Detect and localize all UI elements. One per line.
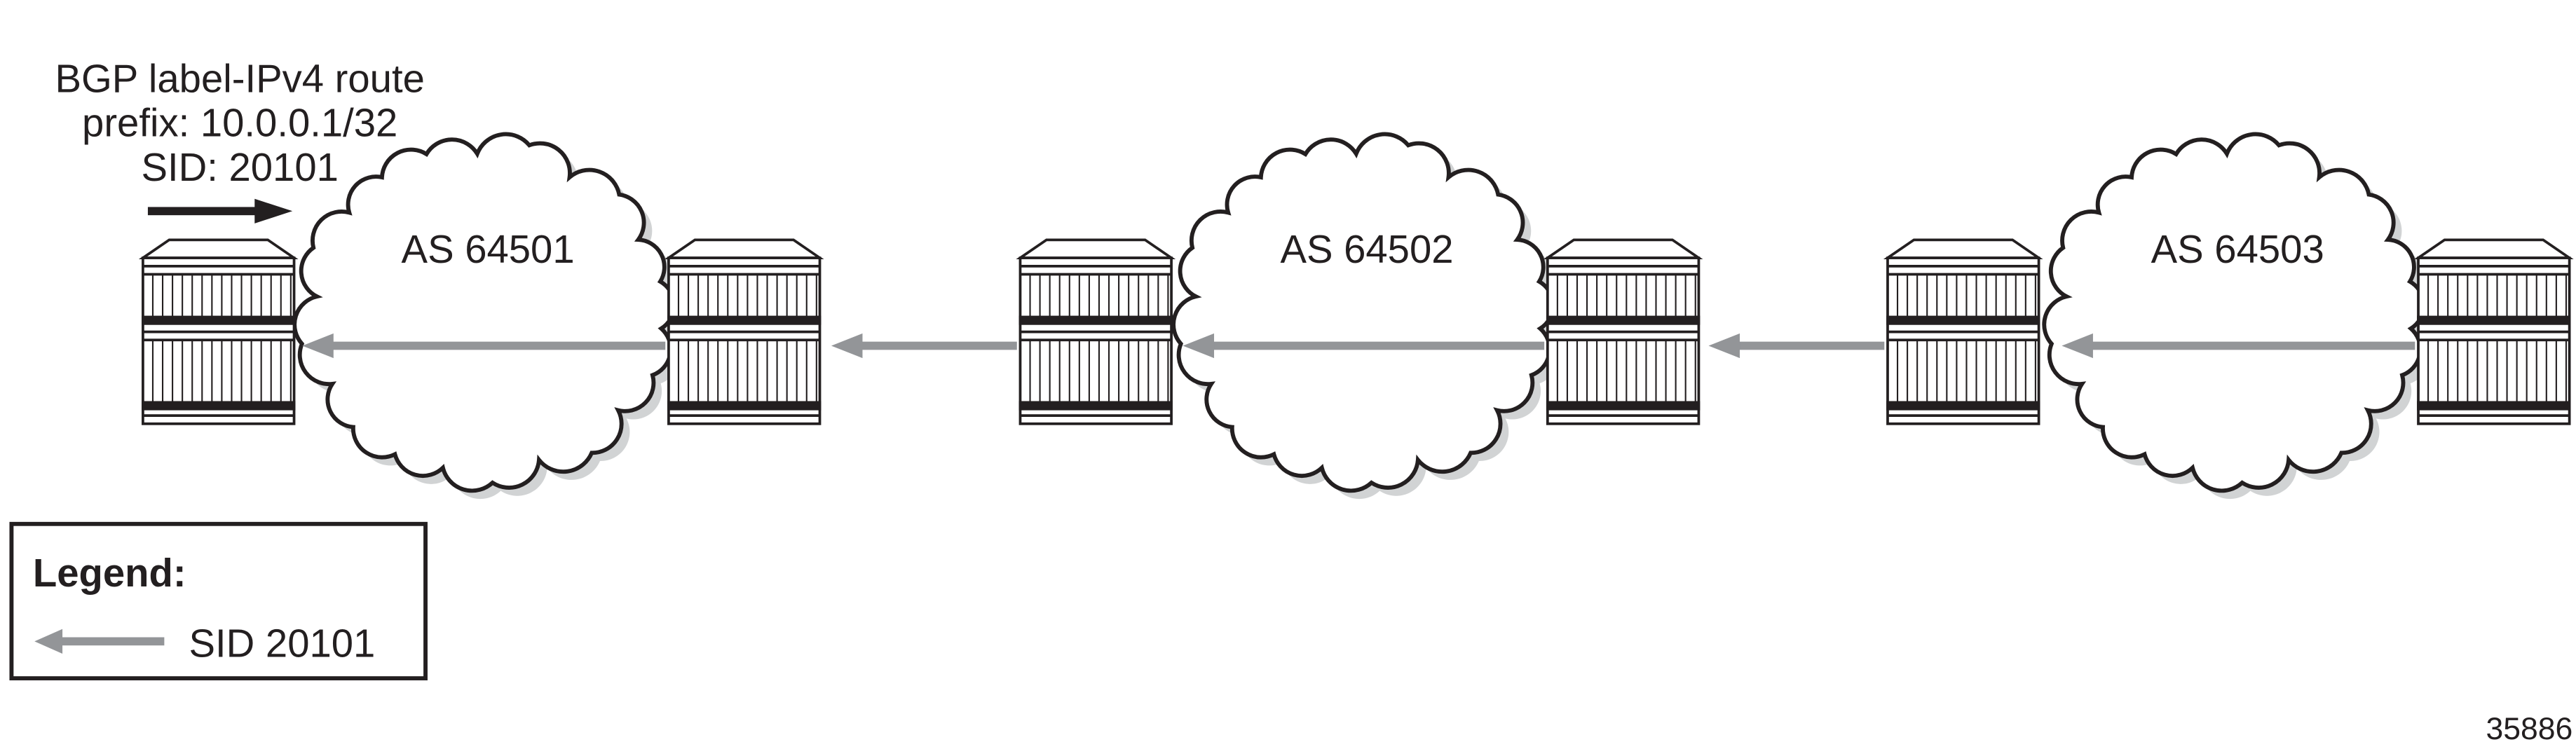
router-icon — [1546, 238, 1701, 425]
route-advertisement-arrow — [147, 198, 293, 224]
legend-sid-arrow — [34, 628, 165, 654]
router-icon — [142, 238, 296, 425]
cloud-outline — [2042, 132, 2426, 493]
annotation-line-2: prefix: 10.0.0.1/32 — [82, 101, 397, 145]
router-icon — [1886, 238, 2040, 425]
cloud-label-as-64501: AS 64501 — [402, 227, 575, 271]
cloud-outline — [292, 132, 676, 493]
annotation-line-1: BGP label-IPv4 route — [55, 56, 425, 100]
legend: Legend: SID 20101 — [9, 521, 428, 681]
figure-id: 35886 — [2486, 712, 2573, 746]
cloud-label-as-64502: AS 64502 — [1280, 227, 1453, 271]
route-annotation: BGP label-IPv4 route prefix: 10.0.0.1/32… — [55, 56, 425, 189]
sid-arrow — [1708, 333, 1885, 359]
cloud-outline — [1171, 132, 1555, 493]
cloud-as-64501 — [292, 132, 683, 500]
router-icon — [2417, 238, 2571, 425]
legend-title: Legend: — [33, 551, 186, 595]
router-icon — [667, 238, 822, 425]
router-icon — [1018, 238, 1173, 425]
cloud-as-64503 — [2042, 132, 2432, 500]
sid-arrow — [831, 333, 1017, 359]
sid-arrow — [302, 333, 666, 359]
sid-arrow — [1183, 333, 1545, 359]
legend-item-label: SID 20101 — [189, 621, 376, 666]
cloud-label-as-64503: AS 64503 — [2151, 227, 2324, 271]
annotation-line-3: SID: 20101 — [141, 145, 338, 189]
cloud-as-64502 — [1171, 132, 1562, 500]
sid-arrow — [2062, 333, 2415, 359]
